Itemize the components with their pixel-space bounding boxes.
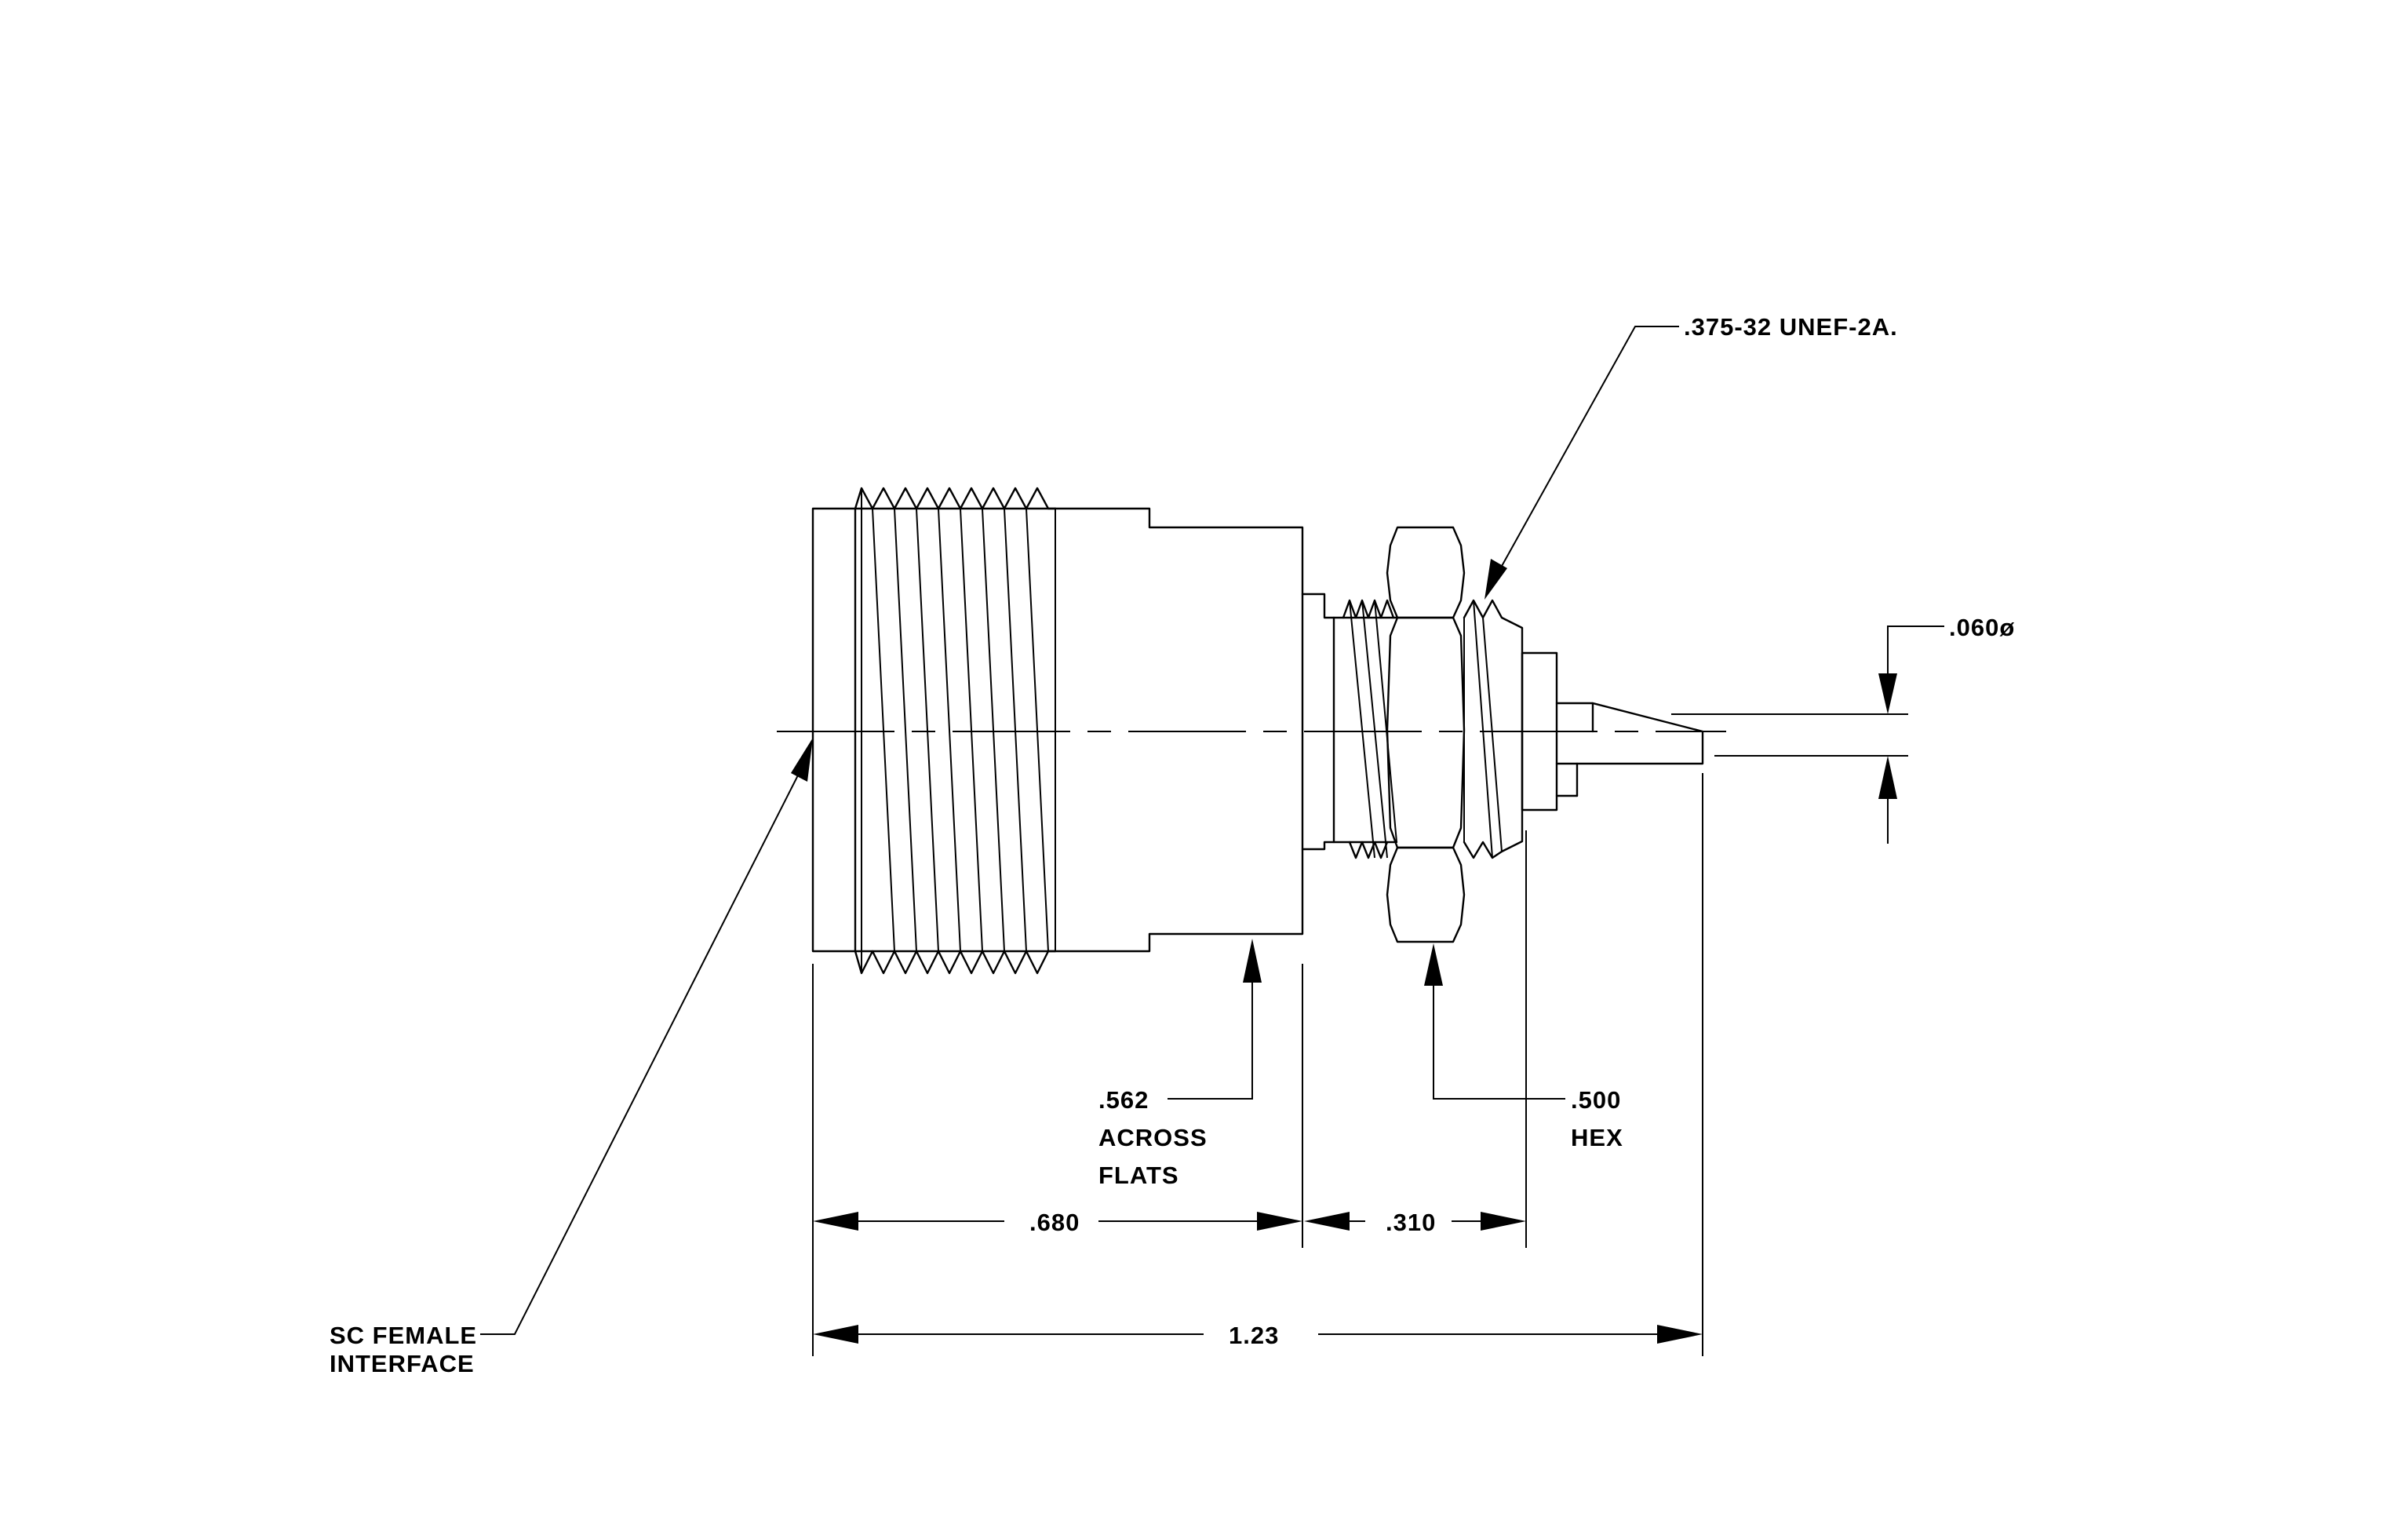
- leaders: [480, 326, 1679, 1335]
- front-face: [811, 507, 857, 953]
- coupling-thread-top: [854, 487, 1057, 510]
- hex-nut: [1386, 526, 1466, 943]
- extension-lines: [812, 713, 1908, 1356]
- across-flats-label-line3: FLATS: [1098, 1162, 1179, 1189]
- hex-value: .500: [1571, 1086, 1621, 1114]
- rear-thread-lines: [1349, 600, 1397, 859]
- dim-body-length: .680: [1029, 1209, 1080, 1236]
- across-flats-value: .562: [1098, 1086, 1149, 1114]
- mount-thread: [1463, 599, 1524, 859]
- thread-spec-label: .375-32 UNEF-2A.: [1684, 313, 1898, 341]
- coupling-thread-lines: [861, 488, 1056, 973]
- interface-label-line1: SC FEMALE: [330, 1322, 477, 1349]
- hex-label: HEX: [1571, 1124, 1623, 1151]
- dimension-lines: [813, 626, 1944, 1344]
- across-flats-label-line2: ACROSS: [1098, 1124, 1208, 1151]
- connector-outline: [777, 487, 1726, 975]
- rear-stem: [1301, 593, 1335, 851]
- interface-label-line2: INTERFACE: [330, 1350, 475, 1377]
- coupling-thread-bottom: [854, 950, 1057, 975]
- dim-rear-length: .310: [1386, 1209, 1436, 1236]
- dim-overall-length: 1.23: [1229, 1322, 1279, 1349]
- pin-diameter-label: .060ø: [1949, 614, 2015, 641]
- center-pin: [1555, 702, 1704, 797]
- main-body: [1054, 507, 1304, 953]
